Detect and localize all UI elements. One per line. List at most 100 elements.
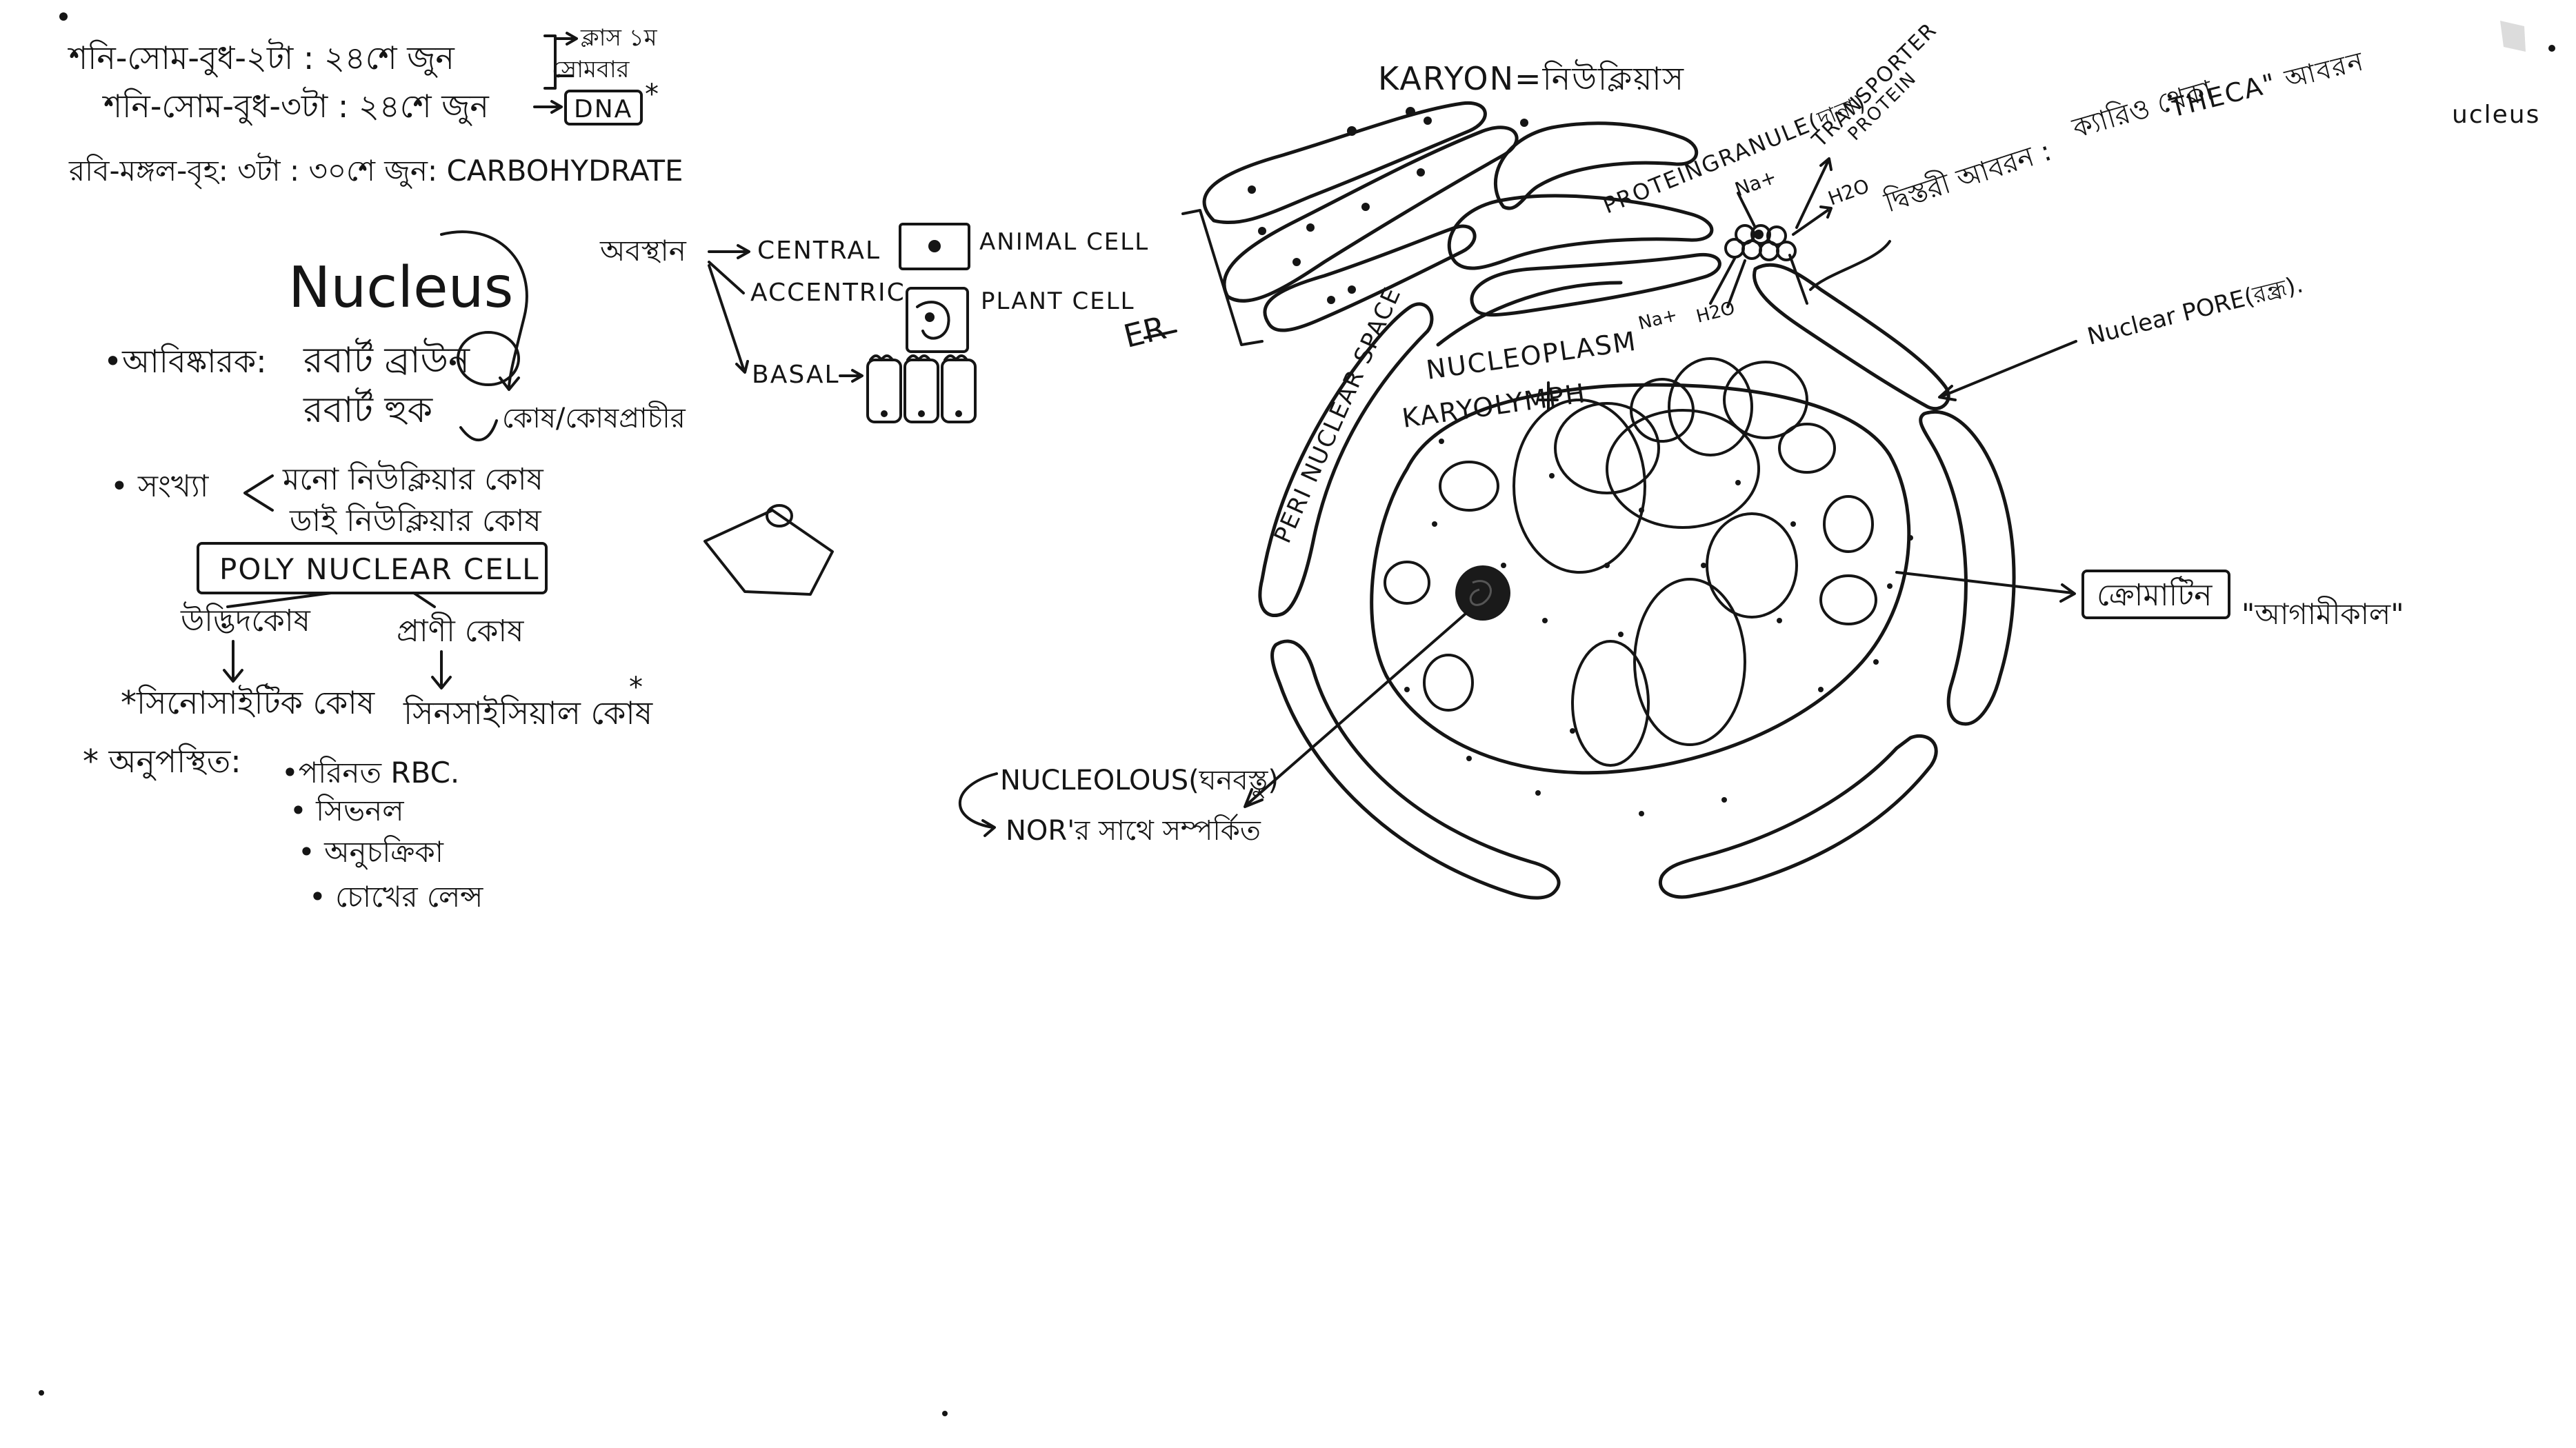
count-branch [243, 474, 274, 512]
chromatin-arrow [1895, 571, 2076, 603]
coenocytic-cell: *সিনোসাইটিক কোষ [121, 683, 375, 721]
nucleoplasm-granules [1404, 439, 1913, 816]
er-bracket [1181, 209, 1264, 346]
absent-label: * অনুপস্থিত: [83, 743, 241, 781]
edge-text: ucleus [2452, 101, 2540, 129]
discoverer-robert-hooke: রবার্ট হুক [303, 388, 434, 431]
perinuclear-space-label: PERI NUCLEAR SPACE [1269, 283, 1407, 547]
schedule-branch-a: ক্লাস ১ম [580, 24, 658, 52]
double-envelope-label: দ্বিস্তরী আবরন : [1879, 133, 2055, 219]
schedule-notes: শনি-সোম-বুধ-২টা : ২৪শে জুন ক্লাস ১ম সোমব… [59, 12, 683, 189]
na-top-label: Na+ [1732, 165, 1779, 201]
h2o-bottom-label: H2O [1694, 298, 1737, 328]
schedule-branch-b: সোমবার [552, 56, 630, 83]
plant-cell-bn: উদ্ভিদকোষ [180, 601, 311, 638]
count-di: ডাই নিউক্লিয়ার কোষ [289, 501, 541, 539]
dna-box [564, 90, 643, 125]
nucleus-notes: Nucleus •আবিষ্কারক: রবার্ট ব্রাউন রবার্ট… [83, 230, 834, 914]
animal-cell-nucleus-dot [928, 240, 941, 252]
discoverer-hooke-note: কোষ/কোষপ্রাচীর [502, 401, 686, 434]
schedule-bracket [543, 34, 574, 90]
position-branch-lines [708, 261, 749, 374]
arrow-icon [550, 100, 563, 114]
er-label: ER [1120, 309, 1170, 355]
schedule-line-2: শনি-সোম-বুধ-৩টা : ২৪শে জুন [102, 86, 490, 126]
na-bottom-label: Na+ [1636, 305, 1679, 334]
animal-cell-sketch [899, 223, 970, 270]
nucleoplasm-label: NUCLEOPLASM [1424, 326, 1639, 385]
plant-cell-nucleus-dot [925, 312, 935, 322]
count-label: • সংখ্যা [110, 469, 210, 504]
stray-dot [942, 1411, 948, 1416]
absent-item-sieve: • সিভনল [290, 794, 404, 827]
animal-cell-bn: প্রাণী কোষ [397, 612, 524, 649]
stray-dot [39, 1390, 44, 1396]
poly-nuclear-label: POLY NUCLEAR CELL [219, 552, 540, 586]
poly-split-lines [226, 592, 436, 608]
endoplasmic-reticulum [1181, 101, 1721, 346]
nucleus-diagram: KARYON=নিউক্লিয়াস ER [958, 18, 2404, 900]
er-pointer-line [1144, 330, 1177, 339]
nucleus-position-notes: অবস্থান CENTRAL ACCENTRIC BASAL ANIMAL C… [599, 223, 1149, 423]
arrow-icon [1795, 157, 1833, 229]
h2o-top-label: H2O [1825, 174, 1873, 210]
karyolymph-label: KARYOLYMPH [1400, 378, 1588, 434]
nucleus-title: Nucleus [288, 255, 513, 321]
edge-smudge [2500, 21, 2526, 52]
pentagon-circle [766, 504, 793, 527]
syncytial-star: * [629, 672, 643, 703]
arrow-icon [566, 32, 578, 46]
arrow-icon [839, 369, 863, 383]
absent-item-rbc: •পরিনত RBC. [281, 756, 459, 790]
nucleoplasm-boundary [1370, 383, 1911, 775]
curved-arrow-line [440, 230, 528, 388]
position-acentric: ACCENTRIC [750, 279, 906, 307]
discoverer-circle [457, 331, 520, 386]
nuclear-pore-label: Nuclear PORE(রন্ধ্র). [2085, 270, 2306, 350]
absent-item-platelet: • অনুচক্রিকা [298, 835, 444, 869]
dna-label: DNA [574, 95, 632, 123]
animal-cell-label: ANIMAL CELL [979, 228, 1149, 256]
arrow-icon [431, 650, 452, 690]
envelope-pointer-line [1809, 240, 1891, 291]
position-central: CENTRAL [757, 237, 881, 265]
plant-cell-sketch [906, 287, 969, 353]
chromatin-note: "আগামীকাল" [2241, 596, 2404, 631]
nucleolus-label: NUCLEOLOUS(ঘনবস্তু) [1000, 765, 1279, 798]
inner-envelope-top [1436, 281, 1623, 347]
arrow-icon [1792, 205, 1833, 236]
edge-dot [2548, 45, 2555, 52]
chromatin-label: ক্রোমাটিন [2097, 576, 2213, 613]
stray-dot [59, 12, 68, 21]
nuclear-pore-complex [1709, 157, 1833, 308]
basal-cells-sketch [866, 354, 977, 423]
pointer-line [1709, 257, 1746, 308]
schedule-line-1: শনি-সোম-বুধ-২টা : ২৪শে জুন [68, 38, 455, 78]
plant-cell-vacuole [916, 301, 950, 340]
count-mono: মনো নিউক্লিয়ার কোষ [282, 460, 544, 497]
poly-nuclear-box [197, 542, 548, 594]
nor-label: NOR'র সাথে সম্পর্কিত [1006, 814, 1261, 847]
dna-star: * [645, 79, 659, 110]
syncytial-cell: সিনসাইসিয়াল কোষ [403, 694, 653, 732]
arrow-icon [708, 244, 750, 259]
nor-curved-arrow [958, 772, 998, 837]
position-basal: BASAL [752, 361, 840, 389]
nucleolus-arrow [1244, 612, 1467, 808]
nucleolus-swirl [1469, 580, 1492, 606]
discoverer-robert-brown: রবার্ট ব্রাউন [303, 338, 470, 381]
plant-cell-label: PLANT CELL [981, 288, 1135, 315]
karyon-label: KARYON=নিউক্লিয়াস [1378, 59, 1685, 97]
discoverer-label: •আবিষ্কারক: [103, 343, 267, 380]
transporter-label: TRANSPORTER [1807, 18, 1941, 152]
absent-item-eye-lens: • চোখের লেন্স [309, 880, 483, 914]
pentagon-sketch [703, 509, 834, 596]
chromatin-network [1384, 357, 1877, 767]
schedule-line-3: রবি-মঙ্গল-বৃহ: ৩টা : ৩০শে জুন: CARBOHYDR… [68, 152, 683, 189]
nucleoplasm-equals-mark [1538, 381, 1559, 412]
arrow-icon [223, 640, 243, 683]
nucleolus [1455, 565, 1510, 621]
nuclear-envelope [1258, 263, 2016, 900]
nuclear-pore-arrow [1938, 340, 2077, 401]
